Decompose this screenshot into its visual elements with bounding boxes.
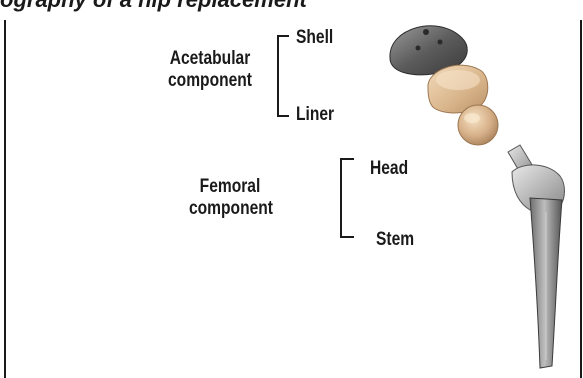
femoral-stem <box>508 145 565 368</box>
femoral-head <box>458 105 498 145</box>
